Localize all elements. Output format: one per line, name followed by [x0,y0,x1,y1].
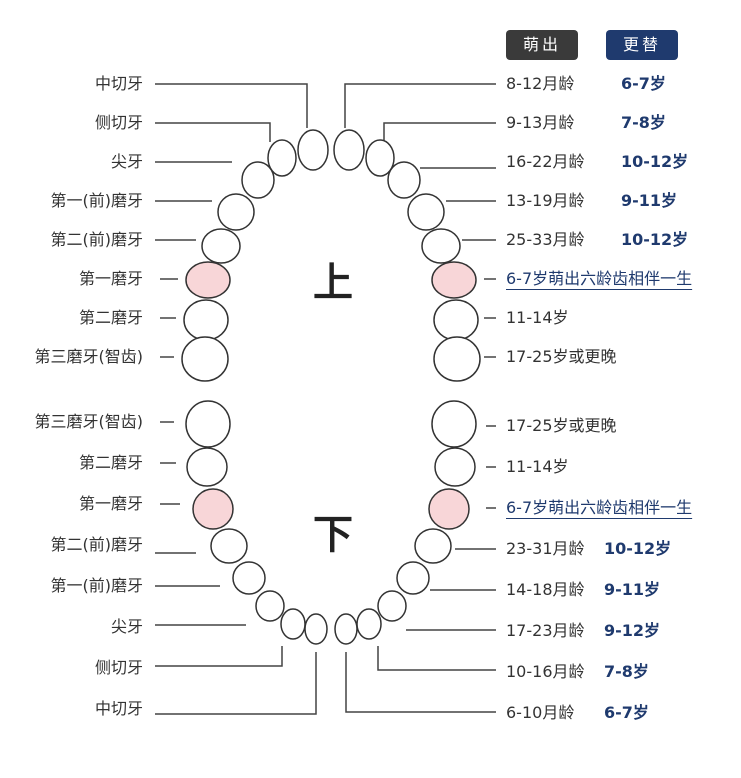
upper-eruption-third-molar: 17-25岁或更晚 [506,347,617,366]
lower-eruption-first-premolar: 14-18月龄 [506,580,585,599]
lower-left-leader-lateral-incisor [155,646,283,667]
lower-eruption-second-molar: 11-14岁 [506,457,569,476]
lower-eruption-first-molar: 6-7岁萌出六龄齿相伴一生 [506,498,693,517]
upper-left-second-premolar-tooth [201,228,241,264]
lower-right-first-premolar-tooth [396,561,430,595]
upper-left-canine-tooth [241,161,275,199]
lower-left-canine-tooth [255,590,285,622]
lower-replacement-central-incisor: 6-7岁 [604,703,649,722]
lower-label-lateral-incisor: 侧切牙 [94,658,143,677]
lower-replacement-lateral-incisor: 7-8岁 [604,662,649,681]
lower-left-second-premolar-tooth [210,528,248,564]
upper-right-canine-tooth [387,161,421,199]
lower-left-leader-central-incisor [155,652,317,715]
upper-eruption-first-molar: 6-7岁萌出六龄齿相伴一生 [506,269,693,288]
upper-label-lateral-incisor: 侧切牙 [94,113,143,132]
lower-right-central-incisor-tooth [334,613,358,645]
upper-label-first-premolar: 第一(前)磨牙 [50,191,144,210]
upper-eruption-second-premolar: 25-33月龄 [506,230,585,249]
upper-left-first-molar-tooth [185,261,231,299]
upper-label-canine: 尖牙 [110,152,143,171]
lower-right-canine-tooth [377,590,407,622]
lower-eruption-canine: 17-23月龄 [506,621,585,640]
upper-replacement-lateral-incisor: 7-8岁 [621,113,666,132]
upper-right-leader-central-incisor [344,83,496,128]
upper-replacement-canine: 10-12岁 [621,152,689,171]
upper-left-lateral-incisor-tooth [267,139,297,177]
lower-left-second-molar-tooth [186,447,228,487]
lower-right-second-molar-tooth [434,447,476,487]
replacement-header: 更替 [606,30,678,60]
lower-eruption-third-molar: 17-25岁或更晚 [506,416,617,435]
upper-eruption-canine: 16-22月龄 [506,152,585,171]
upper-right-first-premolar-tooth [407,193,445,231]
upper-replacement-central-incisor: 6-7岁 [621,74,666,93]
upper-eruption-lateral-incisor: 9-13月龄 [506,113,575,132]
lower-eruption-lateral-incisor: 10-16月龄 [506,662,585,681]
lower-right-first-molar-tooth [428,488,470,530]
upper-left-first-premolar-tooth [217,193,255,231]
lower-right-second-premolar-tooth [414,528,452,564]
upper-eruption-first-premolar: 13-19月龄 [506,191,585,210]
lower-replacement-first-premolar: 9-11岁 [604,580,661,599]
lower-jaw-label: 下 [313,512,353,558]
upper-right-leader-lateral-incisor [383,122,496,142]
lower-left-first-premolar-tooth [232,561,266,595]
lower-label-first-molar: 第一磨牙 [78,494,143,513]
lower-replacement-canine: 9-12岁 [604,621,661,640]
upper-left-central-incisor-tooth [297,129,329,171]
upper-right-second-molar-tooth [433,299,479,341]
upper-eruption-central-incisor: 8-12月龄 [506,74,575,93]
lower-left-third-molar-tooth [185,400,231,448]
lower-label-second-premolar: 第二(前)磨牙 [50,535,144,554]
upper-label-central-incisor: 中切牙 [94,74,143,93]
lower-left-first-molar-tooth [192,488,234,530]
upper-left-third-molar-tooth [181,336,229,382]
lower-label-second-molar: 第二磨牙 [78,453,143,472]
upper-replacement-first-premolar: 9-11岁 [621,191,678,210]
eruption-header: 萌出 [506,30,578,60]
lower-right-leader-lateral-incisor [377,646,496,671]
upper-label-second-premolar: 第二(前)磨牙 [50,230,144,249]
lower-left-lateral-incisor-tooth [280,608,306,640]
upper-jaw-label: 上 [313,260,353,306]
upper-right-first-molar-tooth [431,261,477,299]
lower-left-central-incisor-tooth [304,613,328,645]
lower-right-third-molar-tooth [431,400,477,448]
upper-right-lateral-incisor-tooth [365,139,395,177]
upper-left-leader-central-incisor [155,83,308,128]
upper-right-central-incisor-tooth [333,129,365,171]
lower-eruption-second-premolar: 23-31月龄 [506,539,585,558]
upper-label-second-molar: 第二磨牙 [78,308,143,327]
upper-replacement-second-premolar: 10-12岁 [621,230,689,249]
lower-eruption-central-incisor: 6-10月龄 [506,703,575,722]
upper-left-second-molar-tooth [183,299,229,341]
lower-label-third-molar: 第三磨牙(智齿) [34,412,144,431]
lower-label-central-incisor: 中切牙 [94,699,143,718]
upper-label-first-molar: 第一磨牙 [78,269,143,288]
lower-label-canine: 尖牙 [110,617,143,636]
lower-right-lateral-incisor-tooth [356,608,382,640]
upper-right-second-premolar-tooth [421,228,461,264]
upper-label-third-molar: 第三磨牙(智齿) [34,347,144,366]
lower-label-first-premolar: 第一(前)磨牙 [50,576,144,595]
upper-eruption-second-molar: 11-14岁 [506,308,569,327]
lower-right-leader-central-incisor [345,652,496,713]
lower-replacement-second-premolar: 10-12岁 [604,539,672,558]
upper-left-leader-lateral-incisor [155,122,271,142]
upper-right-third-molar-tooth [433,336,481,382]
